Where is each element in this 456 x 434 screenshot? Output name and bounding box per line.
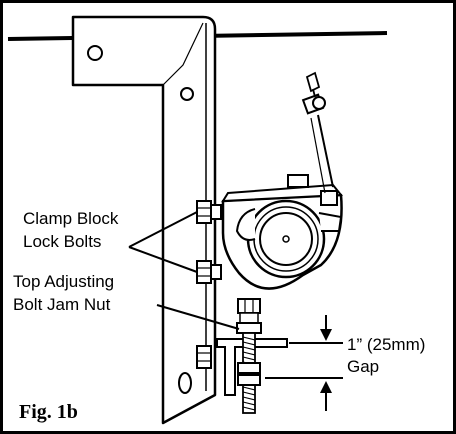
bottom-nut-1 xyxy=(237,362,261,374)
leader-clamp-upper xyxy=(128,211,198,248)
label-jam-nut-line1: Top Adjusting xyxy=(13,272,115,291)
jam-nut xyxy=(237,298,261,324)
label-clamp-block-line1: Clamp Block xyxy=(23,209,119,228)
bracket-hole-1 xyxy=(87,45,103,61)
leader-jam-nut xyxy=(156,304,240,330)
lock-bolt-lower xyxy=(196,260,222,284)
lever-top-fitting xyxy=(301,71,326,115)
lever-arm xyxy=(317,114,334,188)
label-gap-line2: Gap xyxy=(347,357,380,376)
bottom-nut-2 xyxy=(237,374,261,386)
mounting-bracket xyxy=(71,15,217,425)
bracket-slot xyxy=(178,372,192,394)
bracket-bolt-bottom xyxy=(196,345,212,369)
bracket-bend-line xyxy=(162,22,204,86)
gap-arrow-top-head xyxy=(320,329,332,341)
clamp-top-nut xyxy=(287,174,309,188)
clamp-hook-left xyxy=(235,208,256,241)
clamp-center-dot xyxy=(282,235,290,243)
label-gap-line1: 1” (25mm) xyxy=(347,335,426,354)
clamp-tab-right xyxy=(318,212,343,232)
bracket-assembly-drawing xyxy=(7,15,388,425)
clamp-side-nut xyxy=(320,190,338,206)
jam-nut-lower xyxy=(236,322,262,334)
lock-bolt-upper xyxy=(196,200,222,224)
label-jam-nut-line2: Bolt Jam Nut xyxy=(13,295,111,314)
leader-clamp-lower xyxy=(128,246,198,273)
figure-caption: Fig. 1b xyxy=(19,401,78,423)
lever-arm-inner xyxy=(310,117,326,194)
label-clamp-block-line2: Lock Bolts xyxy=(23,232,102,251)
bracket-hole-2 xyxy=(180,87,194,101)
gap-arrow-bottom-head xyxy=(320,381,332,393)
lower-angle-bracket xyxy=(216,338,288,396)
